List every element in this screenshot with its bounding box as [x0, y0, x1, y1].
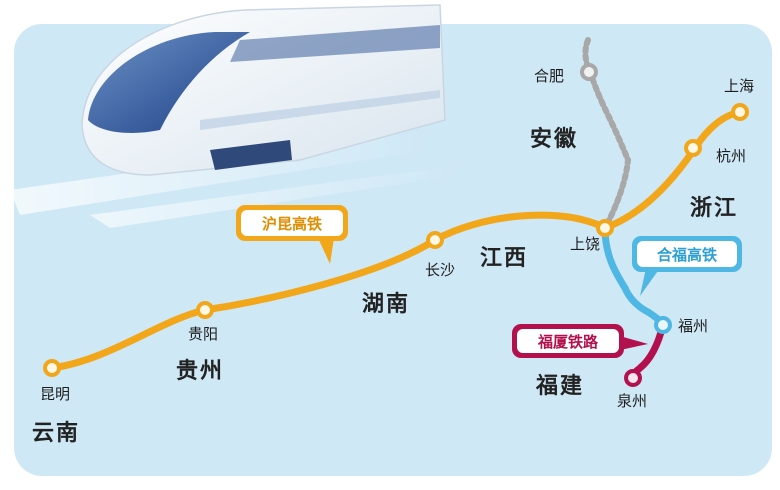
province-label-anhui: 安徽: [530, 126, 578, 152]
province-label-yunnan: 云南: [32, 420, 80, 446]
station-quanzhou: [624, 369, 642, 387]
province-label-fujian: 福建: [535, 373, 584, 399]
city-label-guiyang: 贵阳: [188, 325, 218, 343]
hukun-line-label: 沪昆高铁: [262, 215, 322, 233]
station-guiyang: [196, 301, 214, 319]
city-label-changsha: 长沙: [425, 261, 455, 279]
city-label-hangzhou: 杭州: [716, 147, 746, 165]
station-shanghai: [731, 103, 749, 121]
city-label-shangrao: 上饶: [570, 235, 600, 253]
city-label-quanzhou: 泉州: [617, 392, 647, 410]
station-shangrao: [596, 219, 614, 237]
hefu-line-label: 合福高铁: [656, 246, 717, 264]
station-fuzhou: [654, 316, 672, 334]
province-label-guizhou: 贵州: [176, 358, 224, 384]
fuxia-line-tag: 福厦铁路: [512, 324, 648, 358]
hefu-line: [601, 224, 667, 329]
city-label-hefei: 合肥: [534, 67, 564, 85]
station-hangzhou: [684, 139, 702, 157]
train-illustration: [10, 4, 460, 228]
station-kunming: [43, 359, 61, 377]
province-label-zhejiang: 浙江: [690, 195, 738, 221]
station-markers: [43, 103, 749, 377]
city-label-kunming: 昆明: [40, 385, 70, 403]
hukun-line-tag: 沪昆高铁: [236, 205, 348, 264]
city-label-shanghai: 上海: [724, 77, 754, 95]
hefu-line-tag: 合福高铁: [632, 236, 742, 296]
province-label-hunan: 湖南: [362, 291, 410, 317]
station-hefei: [580, 63, 598, 81]
station-changsha: [426, 231, 444, 249]
city-label-fuzhou: 福州: [678, 317, 708, 335]
hukun-line: [48, 108, 744, 372]
province-label-jiangxi: 江西: [480, 245, 528, 271]
fuxia-line-label: 福厦铁路: [537, 333, 599, 351]
hefei-branch-line: [582, 37, 632, 231]
